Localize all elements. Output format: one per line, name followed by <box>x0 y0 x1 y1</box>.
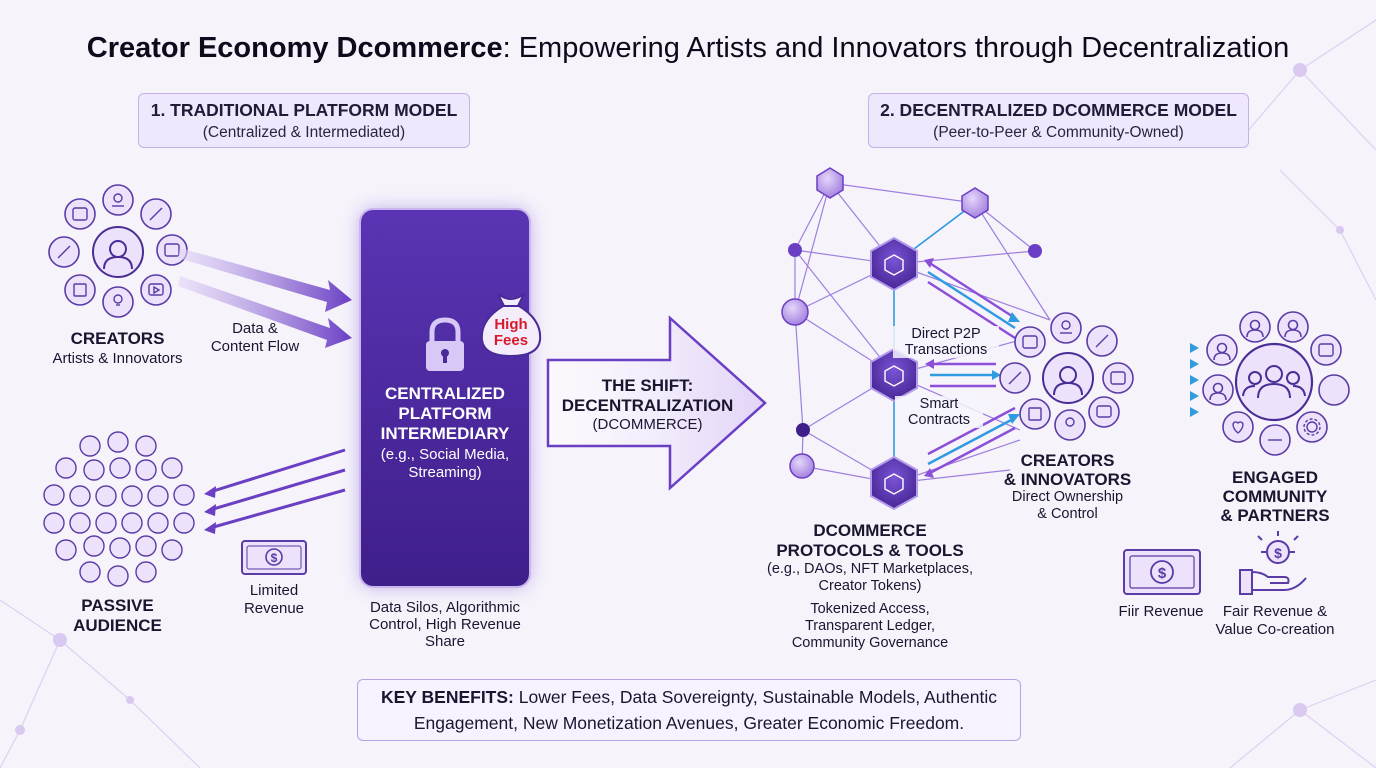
p2p-line2: Transactions <box>904 342 988 358</box>
protocols-line7: Community Governance <box>791 635 949 651</box>
creators-left-label: CREATORS Artists & Innovators <box>30 329 205 367</box>
passive-audience-line1: PASSIVE <box>81 596 154 615</box>
protocols-line3: (e.g., DAOs, NFT Marketplaces, <box>766 561 973 577</box>
shift-line1: THE SHIFT: <box>601 376 694 395</box>
fees-line1: High <box>494 316 527 333</box>
svg-text:$: $ <box>1158 565 1167 582</box>
svg-text:$: $ <box>271 551 278 565</box>
key-benefits-box: KEY BENEFITS: Lower Fees, Data Sovereign… <box>357 679 1021 741</box>
platform-label: CENTRALIZED PLATFORM INTERMEDIARY (e.g.,… <box>361 384 529 482</box>
community-cluster <box>1202 311 1350 456</box>
title-bold: Creator Economy Dcommerce <box>86 32 503 64</box>
shift-line3: (DCOMMERCE) <box>592 416 703 433</box>
passive-audience-line2: AUDIENCE <box>73 616 162 635</box>
decentralized-model-header: 2. DECENTRALIZED DCOMMERCE MODEL (Peer-t… <box>868 93 1249 148</box>
shift-line2: DECENTRALIZATION <box>561 396 734 415</box>
community-label: ENGAGED COMMUNITY & PARTNERS <box>1195 468 1355 525</box>
platform-line3: INTERMEDIARY <box>380 424 510 443</box>
content-flow-arrows <box>178 248 352 348</box>
protocols-line5: Tokenized Access, <box>810 601 930 617</box>
creators-right-line3: Direct Ownership <box>1011 489 1124 505</box>
traditional-model-header: 1. TRADITIONAL PLATFORM MODEL (Centraliz… <box>138 93 470 148</box>
lightbulb-icon <box>102 286 134 318</box>
protocols-line6: Transparent Ledger, <box>804 618 936 634</box>
smart-contracts-label: Smart Contracts <box>895 396 983 428</box>
notes-icon <box>64 274 96 306</box>
platform-line5: Streaming) <box>408 464 482 481</box>
hexagon-node-icon <box>870 236 918 511</box>
decentralized-model-heading: 2. DECENTRALIZED DCOMMERCE MODEL <box>880 100 1237 120</box>
creators-right-line2: & INNOVATORS <box>1003 470 1132 489</box>
protocols-label: DCOMMERCE PROTOCOLS & TOOLS (e.g., DAOs,… <box>745 521 995 652</box>
traditional-model-sub: (Centralized & Intermediated) <box>202 124 406 141</box>
p2p-line1: Direct P2P <box>911 326 981 342</box>
fair-revenue-line2: Value Co-creation <box>1215 621 1335 638</box>
platform-caption-line1: Data Silos, Algorithmic <box>369 599 521 616</box>
creators-left-sub: Artists & Innovators <box>52 350 183 367</box>
community-line2: COMMUNITY <box>1222 487 1328 506</box>
creator-avatar-icon <box>1042 352 1094 404</box>
shift-arrow <box>546 315 767 491</box>
fiir-revenue-label: Fiir Revenue <box>1118 603 1204 620</box>
traditional-model-heading: 1. TRADITIONAL PLATFORM MODEL <box>150 100 458 120</box>
title-rest: : Empowering Artists and Innovators thro… <box>502 32 1290 64</box>
benefits-line1: Lower Fees, Data Sovereignty, Sustainabl… <box>513 687 998 707</box>
community-line3: & PARTNERS <box>1220 506 1330 525</box>
protocols-line2: PROTOCOLS & TOOLS <box>776 541 964 560</box>
platform-to-audience-arrows <box>204 448 346 534</box>
svg-text:$: $ <box>1274 545 1282 561</box>
fair-revenue-label: Fair Revenue & Value Co-creation <box>1200 603 1350 639</box>
creators-right-line4: & Control <box>1037 506 1098 522</box>
community-line1: ENGAGED <box>1232 468 1318 487</box>
video-icon <box>140 274 172 306</box>
p2p-arrows <box>924 258 1020 478</box>
creators-right-line1: CREATORS <box>1020 451 1115 470</box>
benefits-line2: Engagement, New Monetization Avenues, Gr… <box>413 713 965 733</box>
platform-line1: CENTRALIZED <box>385 384 505 403</box>
creators-right-label: CREATORS & INNOVATORS Direct Ownership &… <box>985 451 1150 523</box>
platform-caption-line3: Share <box>424 633 466 650</box>
p2p-label: Direct P2P Transactions <box>893 326 999 358</box>
heart-icon <box>1222 411 1254 443</box>
creator-to-community-arrows <box>1132 343 1199 417</box>
passive-audience-label: PASSIVE AUDIENCE <box>55 596 180 636</box>
data-flow-line2: Content Flow <box>210 338 300 355</box>
shift-label: THE SHIFT: DECENTRALIZATION (DCOMMERCE) <box>545 376 750 434</box>
gear-icon <box>1296 411 1328 443</box>
protocols-line4: Creator Tokens) <box>818 578 922 594</box>
dcommerce-network <box>781 167 1051 511</box>
dollar-bill-icon: $ <box>241 540 307 575</box>
creators-cluster-left <box>48 184 188 318</box>
smart-line2: Contracts <box>907 412 971 428</box>
passive-audience-cluster <box>43 431 195 587</box>
hand-coin-icon: $ <box>1239 531 1307 595</box>
limited-revenue-line2: Revenue <box>243 600 305 617</box>
platform-line2: PLATFORM <box>398 404 492 423</box>
dollar-bill-icon: $ <box>1123 549 1201 595</box>
protocols-line1: DCOMMERCE <box>813 521 927 540</box>
fair-revenue-line1: Fair Revenue & <box>1222 603 1328 620</box>
platform-caption-line2: Control, High Revenue <box>369 616 521 633</box>
creators-left-title: CREATORS <box>70 329 165 348</box>
gallery-icon <box>64 198 96 230</box>
page-title: Creator Economy Dcommerce: Empowering Ar… <box>0 32 1376 65</box>
decentralized-model-sub: (Peer-to-Peer & Community-Owned) <box>933 124 1184 141</box>
benefits-bold: KEY BENEFITS: <box>380 687 514 707</box>
lock-icon <box>426 317 464 371</box>
data-flow-line1: Data & <box>232 320 278 337</box>
limited-revenue-label: Limited Revenue <box>225 582 323 618</box>
platform-line4: (e.g., Social Media, <box>380 446 510 463</box>
limited-revenue-line1: Limited <box>249 582 299 599</box>
centralized-platform-box <box>361 210 529 586</box>
creator-avatar-icon <box>92 226 144 278</box>
design-icon <box>102 184 134 216</box>
fees-line2: Fees <box>494 332 528 349</box>
money-bag-icon: High Fees <box>480 293 542 358</box>
smart-line1: Smart <box>919 396 959 412</box>
creators-cluster-right <box>999 312 1134 441</box>
data-flow-label: Data & Content Flow <box>200 320 310 356</box>
platform-caption: Data Silos, Algorithmic Control, High Re… <box>345 599 545 650</box>
